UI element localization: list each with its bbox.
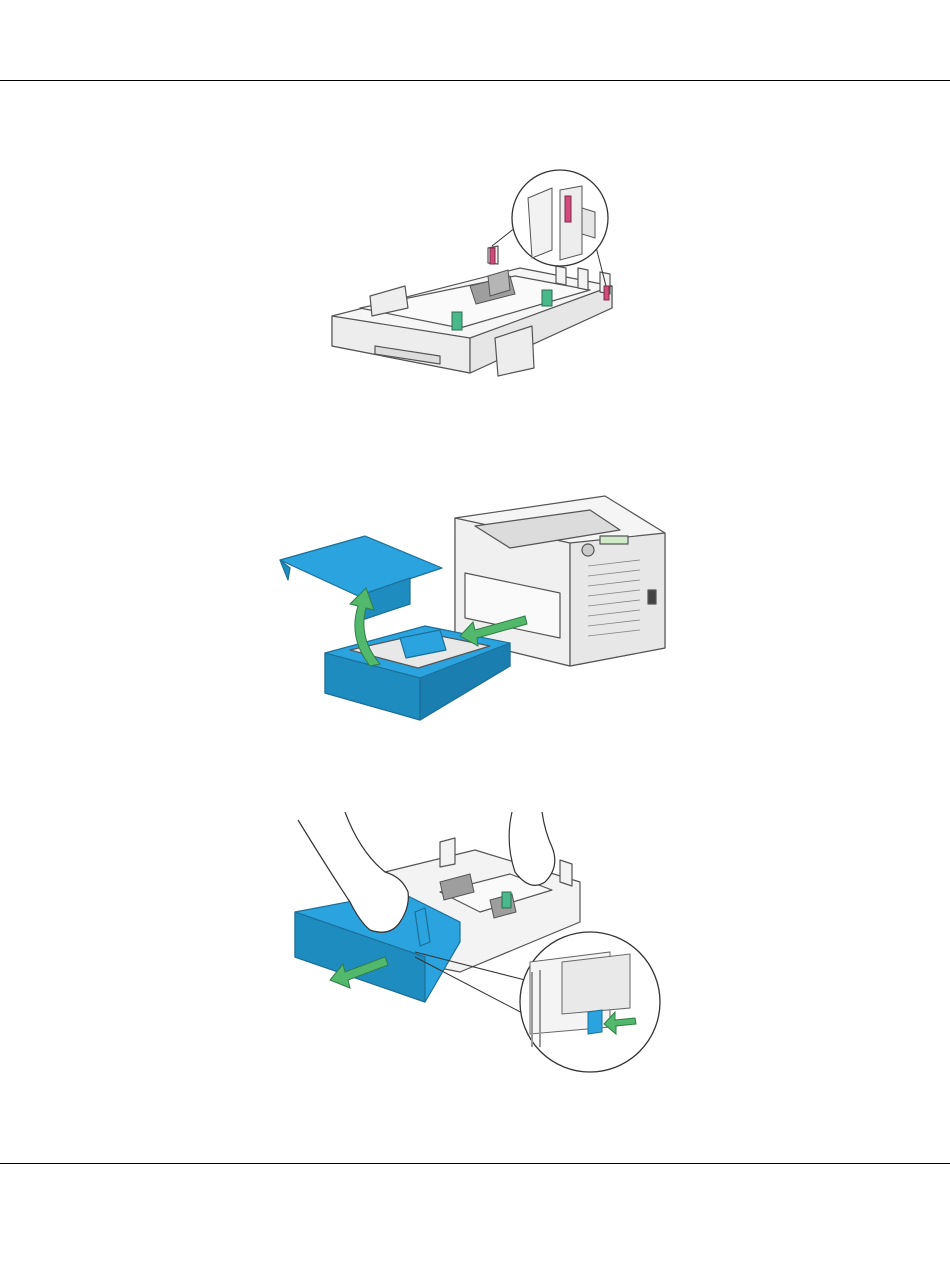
magnifier-callout-icon [512,170,608,266]
hands-extend-tray-figure [290,812,670,1077]
paper-tray-figure [320,168,630,403]
hand-icon [290,812,670,1077]
header-rule [0,80,950,81]
paper-guide-icon [452,312,462,330]
lock-lever-icon [520,932,660,1072]
printer-icon [270,488,670,728]
printer-remove-cover-figure [270,488,670,728]
tray-icon [320,168,630,403]
footer-rule [0,1163,950,1164]
